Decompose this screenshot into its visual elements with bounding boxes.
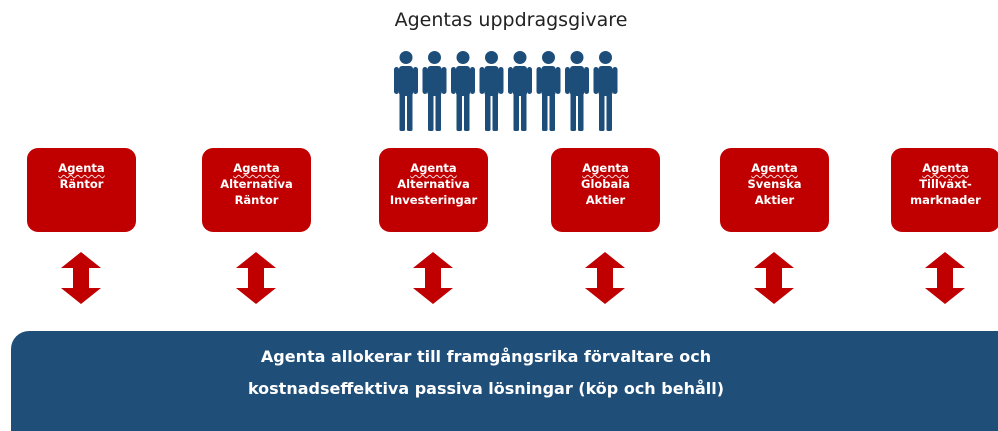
double-headed-vertical-arrow-icon	[925, 252, 965, 304]
category-box-line3: Aktier	[754, 193, 795, 207]
category-box-line2: Svenska	[747, 177, 802, 191]
diagram-title: Agentas uppdragsgivare	[394, 9, 628, 31]
person-icon	[565, 51, 589, 131]
category-box-line2: Globala	[581, 177, 630, 191]
category-box-line1: Agenta	[410, 161, 457, 175]
banner-line-2: kostnadseffektiva passiva lösningar (köp…	[247, 379, 725, 398]
double-headed-vertical-arrow-icon	[61, 252, 101, 304]
person-icon	[508, 51, 532, 131]
category-box-line2: Räntor	[59, 177, 104, 191]
category-box-line1: Agenta	[233, 161, 280, 175]
person-icon	[451, 51, 475, 131]
allocation-banner: Agenta allokerar till framgångsrika förv…	[11, 331, 998, 431]
double-headed-vertical-arrow-icon	[413, 252, 453, 304]
category-box-line1: Agenta	[751, 161, 798, 175]
category-box-line2: Alternativa	[397, 177, 470, 191]
category-box-line3: Investeringar	[389, 193, 478, 207]
person-icon	[394, 51, 418, 131]
double-headed-vertical-arrow-icon	[585, 252, 625, 304]
people-group	[394, 51, 618, 131]
category-box-line2: Alternativa	[220, 177, 293, 191]
category-box-line3: Aktier	[585, 193, 626, 207]
double-headed-vertical-arrow-icon	[236, 252, 276, 304]
category-box-line2: Tillväxt-	[919, 177, 972, 191]
category-box-line1: Agenta	[58, 161, 105, 175]
person-icon	[536, 51, 561, 131]
category-box-line3: marknader	[910, 193, 981, 207]
category-box-line3: Räntor	[234, 193, 279, 207]
person-icon	[422, 51, 447, 131]
banner-line-1: Agenta allokerar till framgångsrika förv…	[260, 347, 712, 366]
person-icon	[479, 51, 504, 131]
category-box-line1: Agenta	[922, 161, 969, 175]
person-icon	[593, 51, 618, 131]
category-box-line1: Agenta	[582, 161, 629, 175]
double-headed-vertical-arrow-icon	[754, 252, 794, 304]
